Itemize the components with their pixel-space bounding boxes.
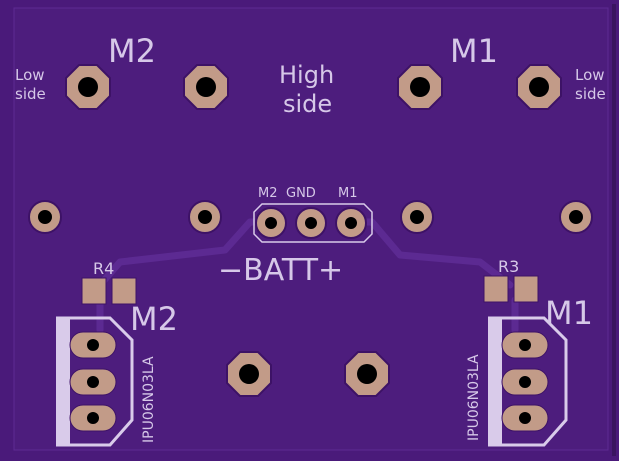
header-outline — [253, 203, 373, 243]
drill-m2-pin-2 — [87, 376, 99, 388]
drill-header-gnd — [305, 217, 317, 229]
drill-left-2 — [198, 210, 212, 224]
m2-tab-bar — [56, 318, 70, 445]
drill-m2-pin-1 — [87, 339, 99, 351]
label-high-side-1: High — [279, 61, 334, 89]
drill-m2-low — [78, 77, 98, 97]
r4-pad-2 — [111, 277, 137, 305]
r3-pad-2 — [513, 275, 539, 303]
silkscreen-labels: M2 M1 Low side Low side High side M2 GND… — [15, 32, 606, 443]
drill-bottom-left — [239, 364, 259, 384]
transistor-m2-footprint — [56, 316, 134, 447]
m1-tab-bar — [488, 318, 502, 445]
battery-header — [253, 203, 373, 243]
label-part-right: IPU06N03LA — [466, 354, 482, 441]
label-m1-bottom: M1 — [545, 294, 593, 332]
label-low-side-left-1: Low — [15, 66, 45, 84]
label-low-side-left-2: side — [15, 85, 46, 103]
drill-m1-low — [529, 77, 549, 97]
board-edge-line — [612, 4, 616, 456]
m1-outline — [488, 316, 568, 447]
label-r4: R4 — [93, 259, 114, 278]
m2-outline — [56, 316, 134, 447]
drill-left-1 — [38, 210, 52, 224]
transistor-m1-footprint — [488, 316, 568, 447]
label-m2-bottom: M2 — [130, 300, 178, 338]
label-low-side-right-1: Low — [575, 66, 605, 84]
resistor-pads — [81, 275, 539, 305]
r3-pad-1 — [483, 275, 509, 303]
bottom-pads — [226, 351, 390, 397]
label-low-side-right-2: side — [575, 85, 606, 103]
drill-bottom-right — [357, 364, 377, 384]
drill-header-m2 — [265, 217, 277, 229]
drill-m1-high — [410, 77, 430, 97]
drill-m2-pin-3 — [87, 412, 99, 424]
drill-m1-pin-2 — [519, 376, 531, 388]
label-part-left: IPU06N03LA — [141, 356, 157, 443]
label-r3: R3 — [498, 257, 519, 276]
drill-right-2 — [410, 210, 424, 224]
drill-m1-pin-3 — [519, 412, 531, 424]
drill-m1-pin-1 — [519, 339, 531, 351]
label-m1-top: M1 — [450, 32, 498, 70]
label-m2-top: M2 — [108, 32, 156, 70]
drill-header-m1 — [345, 217, 357, 229]
label-high-side-2: side — [283, 90, 332, 118]
label-batt: −BATT+ — [218, 253, 343, 288]
terminal-pads — [65, 64, 562, 110]
label-header-m1: M1 — [338, 186, 358, 201]
r4-pad-1 — [81, 277, 107, 305]
label-header-m2: M2 — [258, 186, 278, 201]
drill-right-1 — [569, 210, 583, 224]
small-pads-row — [28, 200, 593, 234]
drill-m2-high — [196, 77, 216, 97]
label-header-gnd: GND — [286, 186, 316, 201]
